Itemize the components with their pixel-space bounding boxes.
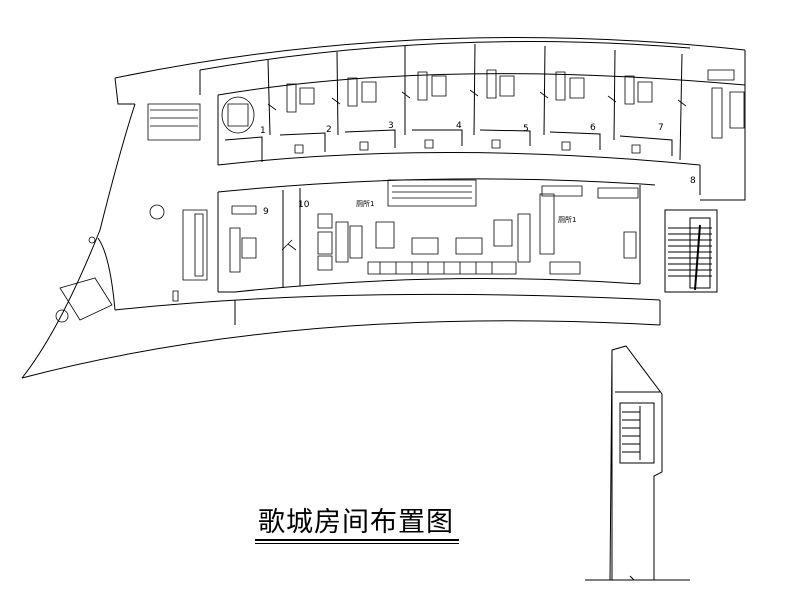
stair-block-right (665, 210, 717, 292)
stair-tower-elevation (585, 346, 690, 580)
lower-room-band (218, 179, 655, 292)
room-label-10: 10 (298, 200, 310, 210)
room-label-5: 5 (523, 124, 529, 134)
toilet-label-right: 厕所1 (558, 215, 576, 224)
room-label-8: 8 (690, 176, 696, 186)
room-label-9: 9 (263, 207, 269, 217)
drawing-title: 歌城房间布置图 (258, 507, 454, 538)
upper-room-band (200, 42, 745, 195)
title-underline-thin (255, 543, 459, 544)
room-label-3: 3 (388, 121, 394, 131)
room-label-1: 1 (260, 126, 266, 136)
room-label-4: 4 (456, 121, 462, 131)
building-outline (22, 38, 745, 379)
room-labels: 1 2 3 4 5 6 7 8 9 10 厕所1 厕所1 (260, 121, 696, 224)
room-label-6: 6 (590, 123, 596, 133)
furniture (56, 70, 744, 322)
title-underline-thick (255, 539, 459, 541)
room-label-7: 7 (658, 123, 664, 133)
toilet-label-left: 厕所1 (356, 199, 374, 208)
room-label-2: 2 (326, 125, 332, 135)
